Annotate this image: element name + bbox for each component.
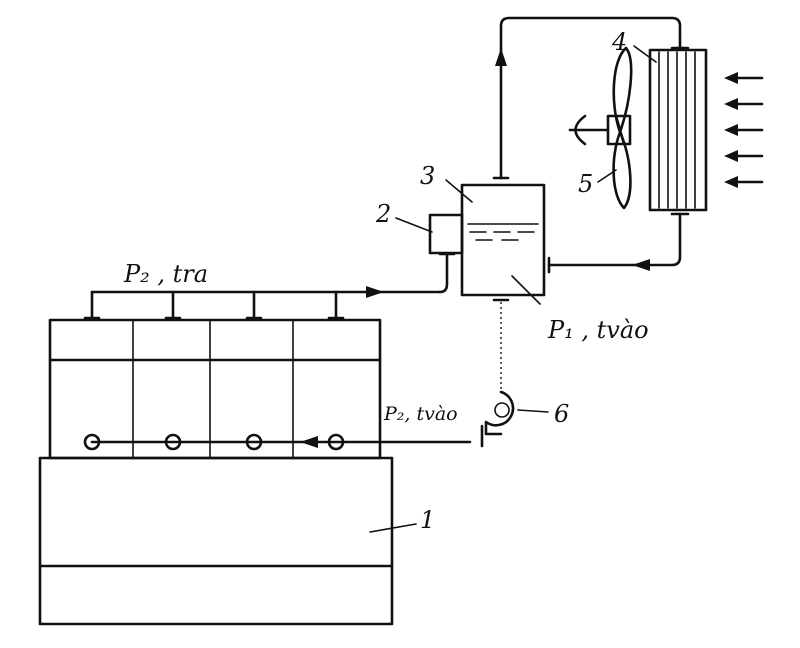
air-arrow-5-head	[724, 176, 738, 188]
air-flow-arrows	[724, 72, 764, 188]
leader-2	[395, 217, 433, 233]
leader-1	[369, 523, 417, 533]
pump-impeller	[494, 402, 510, 418]
engine-block	[38, 318, 394, 626]
engine-crankcase	[38, 456, 394, 626]
inlet-gallery	[83, 433, 472, 451]
air-arrow-1-head	[724, 72, 738, 84]
thermostat	[428, 213, 464, 255]
fan-blade-lower	[612, 130, 632, 210]
return-flow-arrow	[632, 259, 650, 271]
tank-to-radiator-pipe	[499, 16, 682, 180]
air-arrow-4-head	[724, 150, 738, 162]
inlet-port-4	[327, 433, 345, 451]
label-6: 6	[554, 400, 569, 428]
hot-supply-pipe	[495, 16, 690, 180]
fan	[568, 46, 633, 210]
radiator-to-tank-pipe	[547, 212, 682, 267]
label-1: 1	[420, 506, 435, 534]
inlet-port-1	[83, 433, 101, 451]
outlet-flow-arrow	[366, 286, 384, 298]
thermostat-body	[428, 213, 464, 255]
leader-4	[633, 45, 657, 63]
leader-lines	[369, 45, 657, 533]
tank-label: P₁ , tvào	[547, 316, 649, 344]
pump	[480, 302, 549, 448]
expansion-tank	[460, 176, 551, 302]
outlet-label: P₂ , tra	[123, 260, 208, 288]
leader-tank-label	[511, 275, 541, 305]
inlet-port-2	[164, 433, 182, 451]
engine-cylinders	[48, 318, 382, 460]
upflow-arrow	[495, 48, 507, 66]
fan-hub-cross	[614, 114, 626, 146]
inlet-port-3	[245, 433, 263, 451]
pump-volute	[484, 390, 515, 436]
air-arrow-3-head	[724, 124, 738, 136]
label-2: 2	[375, 200, 391, 228]
inlet-flow-arrow	[300, 436, 318, 448]
labels: 1 2 3 4 5 6 P₂ , tra P₁ , tvào P₂, tvào	[123, 28, 649, 534]
label-5: 5	[578, 170, 593, 198]
air-arrow-2-head	[724, 98, 738, 110]
leader-3	[445, 179, 473, 203]
leader-5	[597, 169, 617, 183]
radiator	[648, 48, 708, 216]
label-3: 3	[420, 162, 435, 190]
pump-leader	[517, 409, 549, 413]
label-4: 4	[611, 28, 627, 56]
inlet-label: P₂, tvào	[383, 403, 458, 425]
expansion-tank-body	[460, 183, 546, 297]
radiator-core	[648, 48, 708, 212]
return-pipe	[547, 212, 682, 271]
outlet-to-thermostat-pipe	[438, 252, 449, 294]
